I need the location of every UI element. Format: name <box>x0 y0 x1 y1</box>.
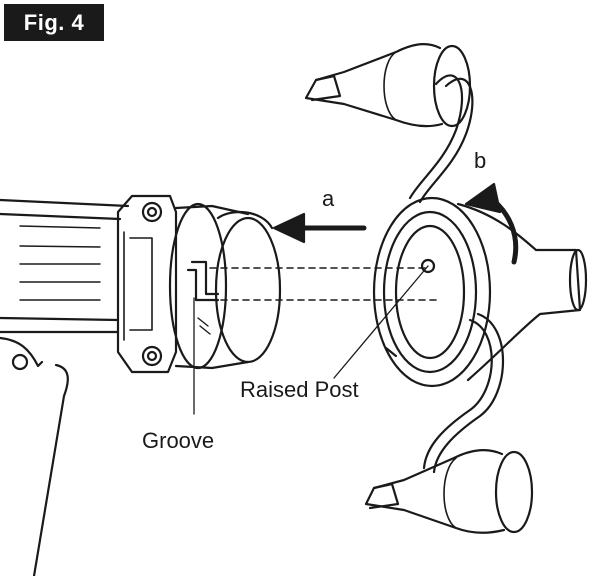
label-groove: Groove <box>142 428 214 453</box>
arrow-a <box>272 212 367 244</box>
tether-strap <box>408 74 505 474</box>
alignment-guides <box>209 267 441 301</box>
label-arrow-a: a <box>322 186 335 211</box>
nozzle-cap-top <box>304 43 472 128</box>
leader-lines <box>193 265 429 415</box>
arrow-b <box>464 182 519 265</box>
heat-gun-body <box>0 194 282 576</box>
figure-label: Fig. 4 <box>4 4 104 41</box>
nozzle-cap-bottom <box>364 449 534 534</box>
reflector-nozzle <box>372 196 588 388</box>
label-raised-post: Raised Post <box>240 377 359 402</box>
label-arrow-b: b <box>474 148 486 173</box>
